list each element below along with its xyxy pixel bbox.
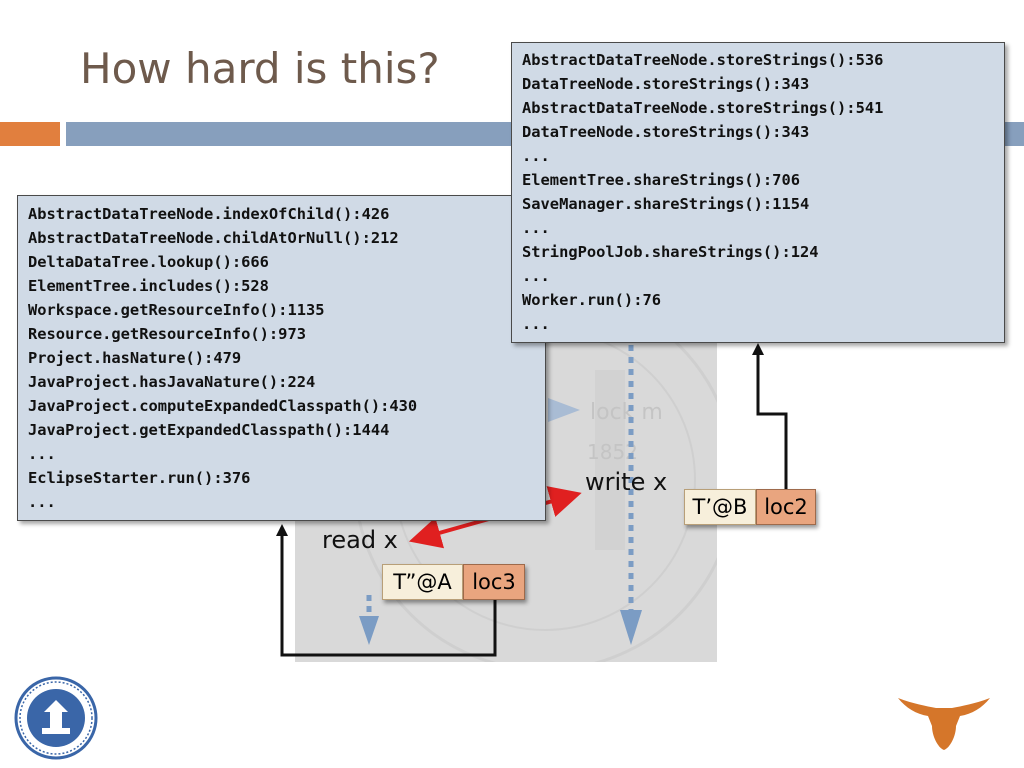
tag-b-thread: T’@B (684, 489, 756, 525)
stack-frame: DataTreeNode.storeStrings():343 (522, 75, 810, 93)
stack-frame: AbstractDataTreeNode.childAtOrNull():212 (28, 229, 399, 247)
page-title: How hard is this? (80, 44, 440, 93)
stack-frame: ... (522, 219, 550, 237)
lock-arrow-partial (548, 398, 580, 422)
stack-trace-left: AbstractDataTreeNode.indexOfChild():426 … (17, 195, 546, 521)
stack-frame: ... (28, 493, 56, 511)
stack-frame: JavaProject.computeExpandedClasspath():4… (28, 397, 418, 415)
longhorn-logo (898, 698, 990, 750)
tag-thread-a: T”@A loc3 (382, 564, 525, 600)
stack-frame: DeltaDataTree.lookup():666 (28, 253, 269, 271)
stack-frame: DataTreeNode.storeStrings():343 (522, 123, 810, 141)
stack-frame: JavaProject.hasJavaNature():224 (28, 373, 316, 391)
tag-thread-b: T’@B loc2 (684, 489, 816, 525)
stack-frame: AbstractDataTreeNode.storeStrings():536 (522, 51, 884, 69)
stack-frame: StringPoolJob.shareStrings():124 (522, 243, 819, 261)
watermark-lock-text: lock m (590, 400, 663, 425)
tag-a-thread: T”@A (382, 564, 463, 600)
stack-frame: EclipseStarter.run():376 (28, 469, 251, 487)
stack-frame: JavaProject.getExpandedClasspath():1444 (28, 421, 390, 439)
tag-b-to-stack-connector (752, 343, 788, 490)
stack-trace-right: AbstractDataTreeNode.storeStrings():536 … (511, 42, 1005, 343)
stack-frame: Worker.run():76 (522, 291, 661, 309)
stack-frame: ... (522, 315, 550, 333)
stack-frame: Resource.getResourceInfo():973 (28, 325, 306, 343)
stack-frame: Workspace.getResourceInfo():1135 (28, 301, 325, 319)
tag-b-location: loc2 (756, 489, 816, 525)
stack-frame: AbstractDataTreeNode.indexOfChild():426 (28, 205, 390, 223)
stack-frame: ElementTree.shareStrings():706 (522, 171, 800, 189)
stack-frame: ... (522, 147, 550, 165)
tag-a-location: loc3 (463, 564, 525, 600)
stack-frame: ... (28, 445, 56, 463)
read-x-label: read x (322, 526, 398, 554)
stack-frame: Project.hasNature():479 (28, 349, 242, 367)
stack-frame: ... (522, 267, 550, 285)
thread-b-timeline-arrow (620, 345, 642, 645)
write-x-label: write x (585, 468, 668, 496)
tufts-seal-logo (14, 676, 98, 760)
thread-a-timeline-arrow (359, 595, 379, 645)
stack-frame: AbstractDataTreeNode.storeStrings():541 (522, 99, 884, 117)
header-accent-bar (0, 122, 60, 146)
stack-frame: SaveManager.shareStrings():1154 (522, 195, 810, 213)
stack-frame: ElementTree.includes():528 (28, 277, 269, 295)
tag-a-to-stack-connector (276, 524, 497, 657)
